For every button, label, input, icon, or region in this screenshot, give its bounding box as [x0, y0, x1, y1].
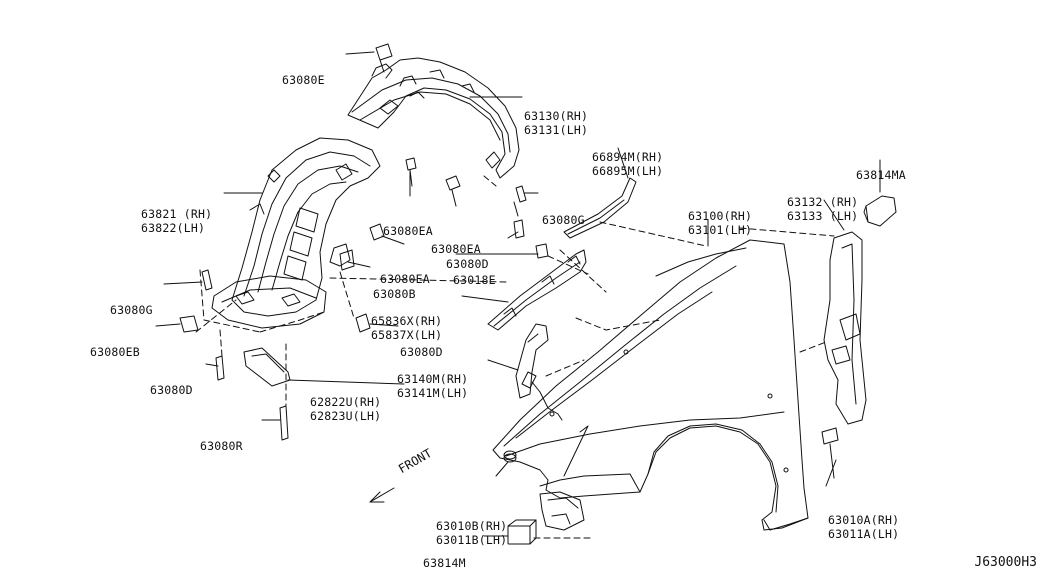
rail-shape: [487, 249, 587, 331]
bracket-shape: [515, 323, 563, 421]
label-63814MA: 63814MA: [856, 168, 906, 182]
label-63080EA-a: 63080EA: [383, 224, 433, 238]
label-63821: 63821 (RH)63822(LH): [141, 207, 213, 235]
label-63140M: 63140M(RH)63141M(LH): [397, 372, 469, 400]
label-63080B: 63080B: [373, 287, 416, 301]
label-63132: 63132 (RH)63133 (LH): [787, 195, 859, 223]
main-liner-shape: [211, 137, 381, 329]
label-63080G-top: 63080G: [542, 213, 585, 227]
label-63080E: 63080E: [282, 73, 325, 87]
label-63080EA-c: 63080EA: [380, 272, 430, 286]
label-63080G-left: 63080G: [110, 303, 153, 317]
label-62822U: 62822U(RH)62823U(LH): [310, 395, 382, 423]
assembly-lines: [195, 175, 835, 539]
label-63010A: 63010A(RH)63011A(LH): [828, 513, 900, 541]
protector-shape: [823, 231, 867, 425]
label-63080EA-b: 63080EA: [431, 242, 481, 256]
label-65836X: 65836X(RH)65837X(LH): [371, 314, 443, 342]
pad-shape: [863, 195, 897, 227]
label-66894M: 66894M(RH)66895M(LH): [592, 150, 664, 178]
label-63080D-mid: 63080D: [446, 257, 489, 271]
label-63080EB: 63080EB: [90, 345, 140, 359]
fender-shape: [492, 239, 809, 531]
label-63018E: 63018E: [453, 273, 496, 287]
label-63814M: 63814M: [423, 556, 466, 570]
leader-lines: [155, 51, 881, 537]
diagram-code: J63000H3: [974, 555, 1037, 570]
upper-liner-shape: [347, 43, 520, 179]
small-parts: [179, 157, 839, 545]
seal-shape: [563, 177, 637, 239]
label-63080D-right: 63080D: [400, 345, 443, 359]
front-arrow-icon: [369, 487, 395, 503]
label-63100: 63100(RH)63101(LH): [688, 209, 753, 237]
label-63080R: 63080R: [200, 439, 243, 453]
label-63080D-left: 63080D: [150, 383, 193, 397]
label-63010B: 63010B(RH)63011B(LH): [436, 519, 508, 547]
label-63130: 63130(RH)63131(LH): [524, 109, 589, 137]
